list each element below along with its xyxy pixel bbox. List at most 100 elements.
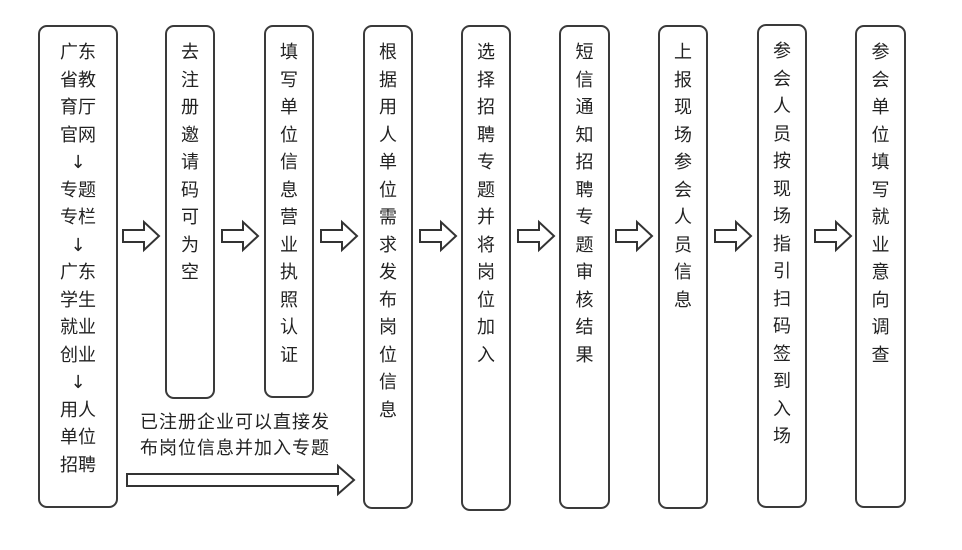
start-box-line: 单位	[60, 427, 96, 448]
step-char: 参	[674, 152, 692, 173]
step-char: 可	[181, 207, 199, 228]
step-char: 证	[280, 344, 298, 366]
step-box-survey: 参会单位填写就业意向调查	[855, 25, 906, 508]
step-box-fill-info: 填写单位信息营业执照认证	[264, 25, 314, 398]
step-char: 入	[773, 398, 791, 420]
step-char: 果	[575, 344, 594, 366]
step-char: 题	[575, 234, 594, 256]
step-char: 审	[575, 262, 594, 283]
step-char: 信	[674, 262, 692, 283]
start-box: 广东省教育厅官网↓专题专栏↓广东学生就业创业↓用人单位招聘	[38, 25, 118, 508]
start-box-line: 广东	[60, 42, 96, 63]
step-char: 入	[477, 344, 495, 366]
hollow-right-arrow-icon	[615, 219, 654, 253]
step-char: 去	[181, 42, 199, 63]
shortcut-note-line-2: 布岗位信息并加入专题	[140, 438, 330, 459]
step-char: 核	[575, 289, 594, 311]
step-char: 会	[871, 69, 890, 91]
hollow-right-arrow-icon	[221, 219, 260, 253]
step-char: 参	[773, 41, 791, 62]
start-box-line: 创业	[60, 344, 96, 366]
step-char: 写	[280, 69, 298, 91]
start-box-line: 省教	[60, 69, 96, 91]
step-char: 择	[477, 69, 495, 91]
step-char: 到	[773, 371, 791, 392]
step-char: 并	[477, 207, 495, 228]
start-box-line: 就业	[60, 317, 96, 338]
step-char: 注	[181, 69, 199, 91]
step-char: 岗	[477, 262, 495, 283]
step-char: 结	[575, 317, 594, 338]
start-box-line: 广东	[60, 262, 96, 283]
step-char: 认	[280, 317, 298, 338]
start-box-text: 广东省教育厅官网↓专题专栏↓广东学生就业创业↓用人单位招聘	[40, 39, 116, 479]
step-char: 息	[379, 399, 397, 421]
step-box-register: 去注册邀请码可为空	[165, 25, 215, 399]
step-char: 上	[674, 42, 692, 63]
hollow-right-arrow-icon	[320, 219, 359, 253]
step-char: 位	[477, 289, 495, 311]
step-char: 求	[379, 234, 397, 256]
step-char: 通	[575, 97, 594, 118]
step-char: 场	[773, 426, 791, 447]
step-char: 引	[773, 261, 791, 282]
step-char: 报	[674, 69, 692, 91]
step-char: 会	[773, 68, 791, 90]
step-char: 空	[181, 262, 199, 283]
step-char: 员	[773, 123, 791, 145]
step-char: 息	[280, 179, 298, 201]
step-char: 单	[280, 97, 298, 118]
step-char: 信	[379, 372, 397, 393]
step-char: 场	[773, 206, 791, 227]
step-char: 员	[674, 234, 692, 256]
step-char: 信	[280, 152, 298, 173]
step-char: 聘	[575, 179, 594, 201]
step-char: 照	[280, 289, 298, 311]
step-char: 布	[379, 289, 397, 311]
hollow-right-arrow-icon	[714, 219, 753, 253]
step-char: 场	[674, 124, 692, 146]
step-box-sms-notify: 短信通知招聘专题审核结果	[559, 25, 610, 509]
step-char: 据	[379, 69, 397, 91]
step-text: 去注册邀请码可为空	[167, 39, 213, 287]
step-text: 选择招聘专题并将岗位加入	[463, 39, 509, 369]
long-hollow-right-arrow-icon	[126, 463, 356, 497]
step-char: 业	[871, 234, 890, 256]
step-char: 单	[379, 152, 397, 173]
step-char: 加	[477, 317, 495, 338]
step-char: 选	[477, 42, 495, 63]
step-text: 参会人员按现场指引扫码签到入场	[759, 38, 805, 451]
step-box-checkin: 参会人员按现场指引扫码签到入场	[757, 24, 807, 508]
step-char: 用	[379, 97, 397, 118]
start-box-line: 专栏	[60, 207, 96, 228]
hollow-right-arrow-icon	[122, 219, 161, 253]
step-char: 聘	[477, 124, 495, 146]
step-char: 现	[773, 178, 791, 200]
step-char: 招	[477, 97, 495, 118]
step-char: 信	[575, 69, 594, 91]
hollow-right-arrow-icon	[517, 219, 556, 253]
step-box-report-attendees: 上报现场参会人员信息	[658, 25, 708, 509]
step-char: 为	[181, 234, 199, 256]
hollow-right-arrow-icon	[419, 219, 458, 253]
step-text: 上报现场参会人员信息	[660, 39, 706, 314]
step-char: 填	[871, 152, 890, 173]
step-char: 意	[871, 262, 890, 283]
step-text: 填写单位信息营业执照认证	[266, 39, 312, 369]
down-arrow-icon: ↓	[70, 152, 86, 173]
step-text: 根据用人单位需求发布岗位信息	[365, 39, 411, 424]
step-char: 知	[575, 124, 594, 146]
shortcut-note: 已注册企业可以直接发 布岗位信息并加入专题	[140, 410, 330, 462]
step-char: 册	[181, 97, 199, 118]
down-arrow-icon: ↓	[70, 234, 86, 256]
step-char: 扫	[773, 288, 791, 310]
step-char: 位	[379, 179, 397, 201]
step-char: 位	[871, 124, 890, 146]
step-text: 短信通知招聘专题审核结果	[561, 39, 608, 369]
start-box-line: 官网	[60, 124, 96, 146]
step-char: 位	[379, 344, 397, 366]
step-char: 营	[280, 207, 298, 228]
step-char: 息	[674, 289, 692, 311]
start-box-line: 用人	[60, 399, 96, 421]
step-char: 人	[773, 96, 791, 117]
